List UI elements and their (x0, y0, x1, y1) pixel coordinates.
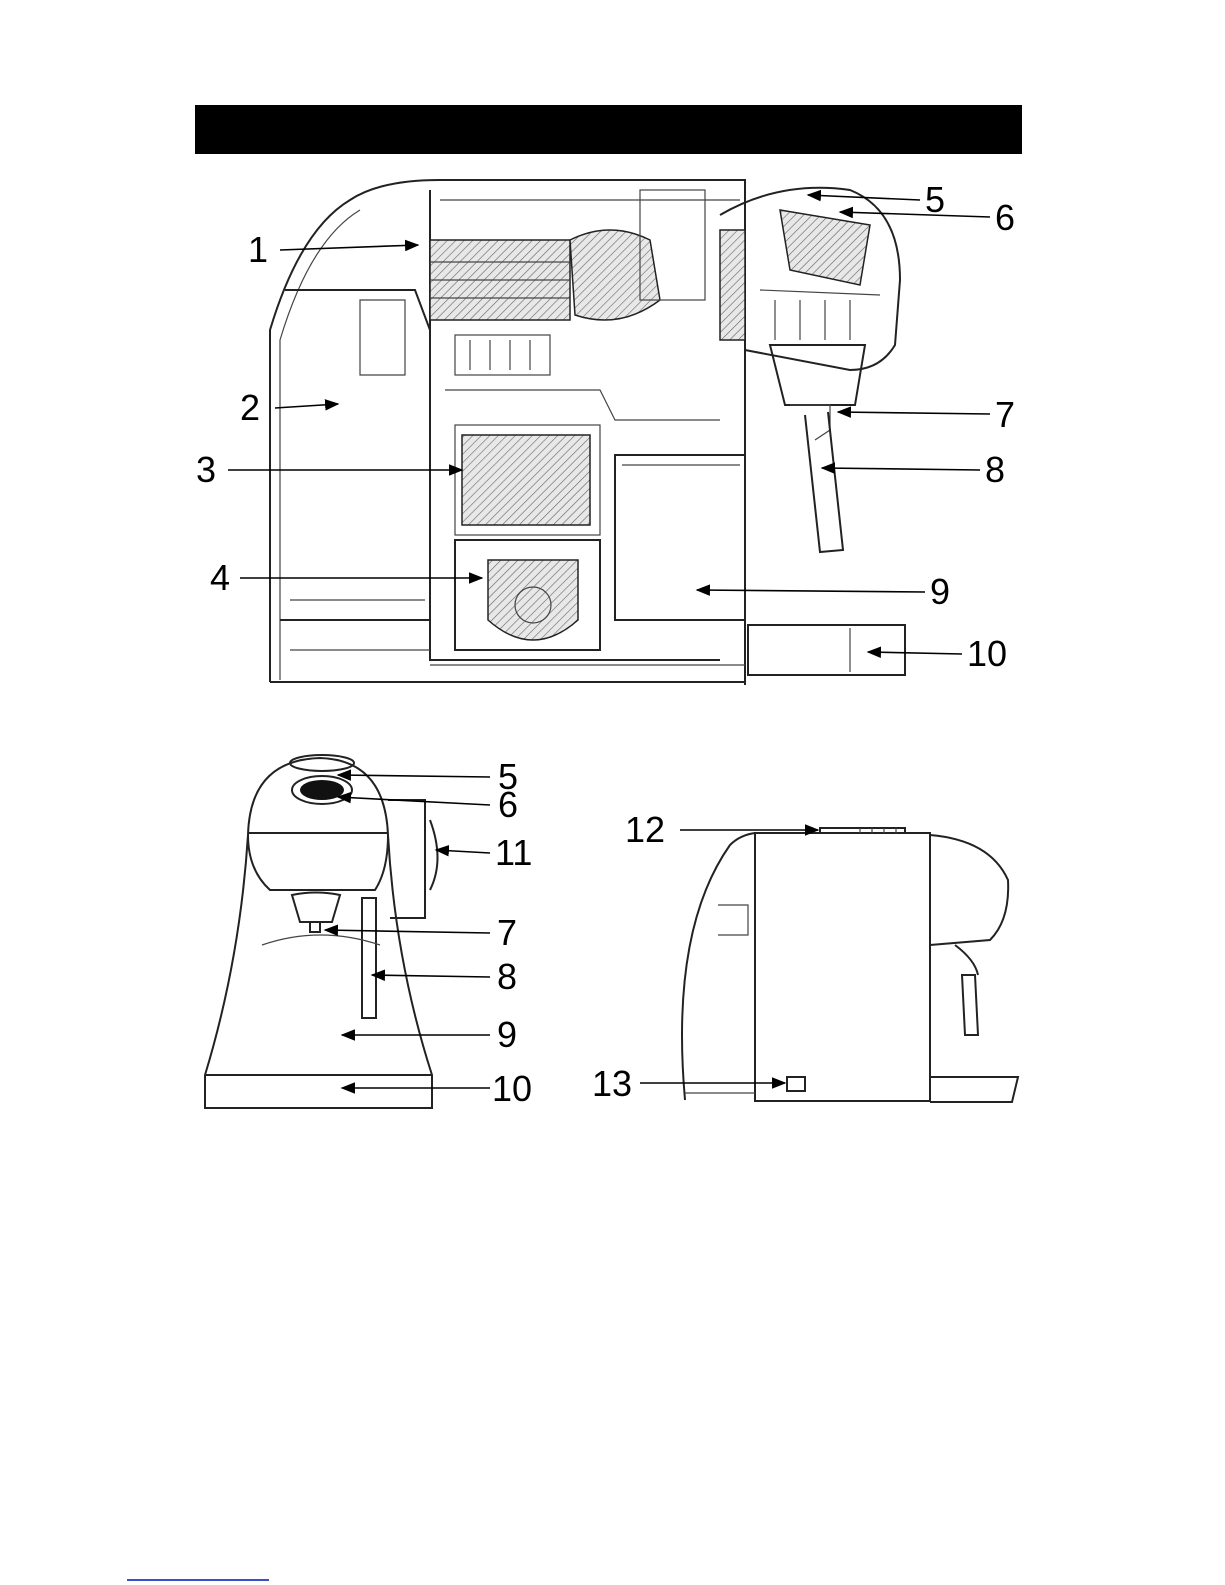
front-label-7: 7 (497, 912, 517, 953)
callout-arrows (228, 195, 990, 1088)
section-view (270, 180, 905, 685)
label-7: 7 (995, 394, 1015, 435)
label-2: 2 (240, 387, 260, 428)
label-9: 9 (930, 571, 950, 612)
side-label-12: 12 (625, 809, 665, 850)
front-label-11: 11 (495, 832, 532, 873)
front-label-10: 10 (492, 1068, 532, 1109)
label-5: 5 (925, 179, 945, 220)
label-6: 6 (995, 197, 1015, 238)
front-label-8: 8 (497, 956, 517, 997)
side-view (682, 828, 1018, 1102)
side-label-13: 13 (592, 1063, 632, 1104)
label-8: 8 (985, 449, 1005, 490)
label-3: 3 (196, 449, 216, 490)
label-10: 10 (967, 633, 1007, 674)
front-label-6: 6 (498, 784, 518, 825)
label-1: 1 (248, 229, 268, 270)
front-label-9: 9 (497, 1014, 517, 1055)
label-4: 4 (210, 557, 230, 598)
footer-link-underline (127, 1579, 269, 1581)
